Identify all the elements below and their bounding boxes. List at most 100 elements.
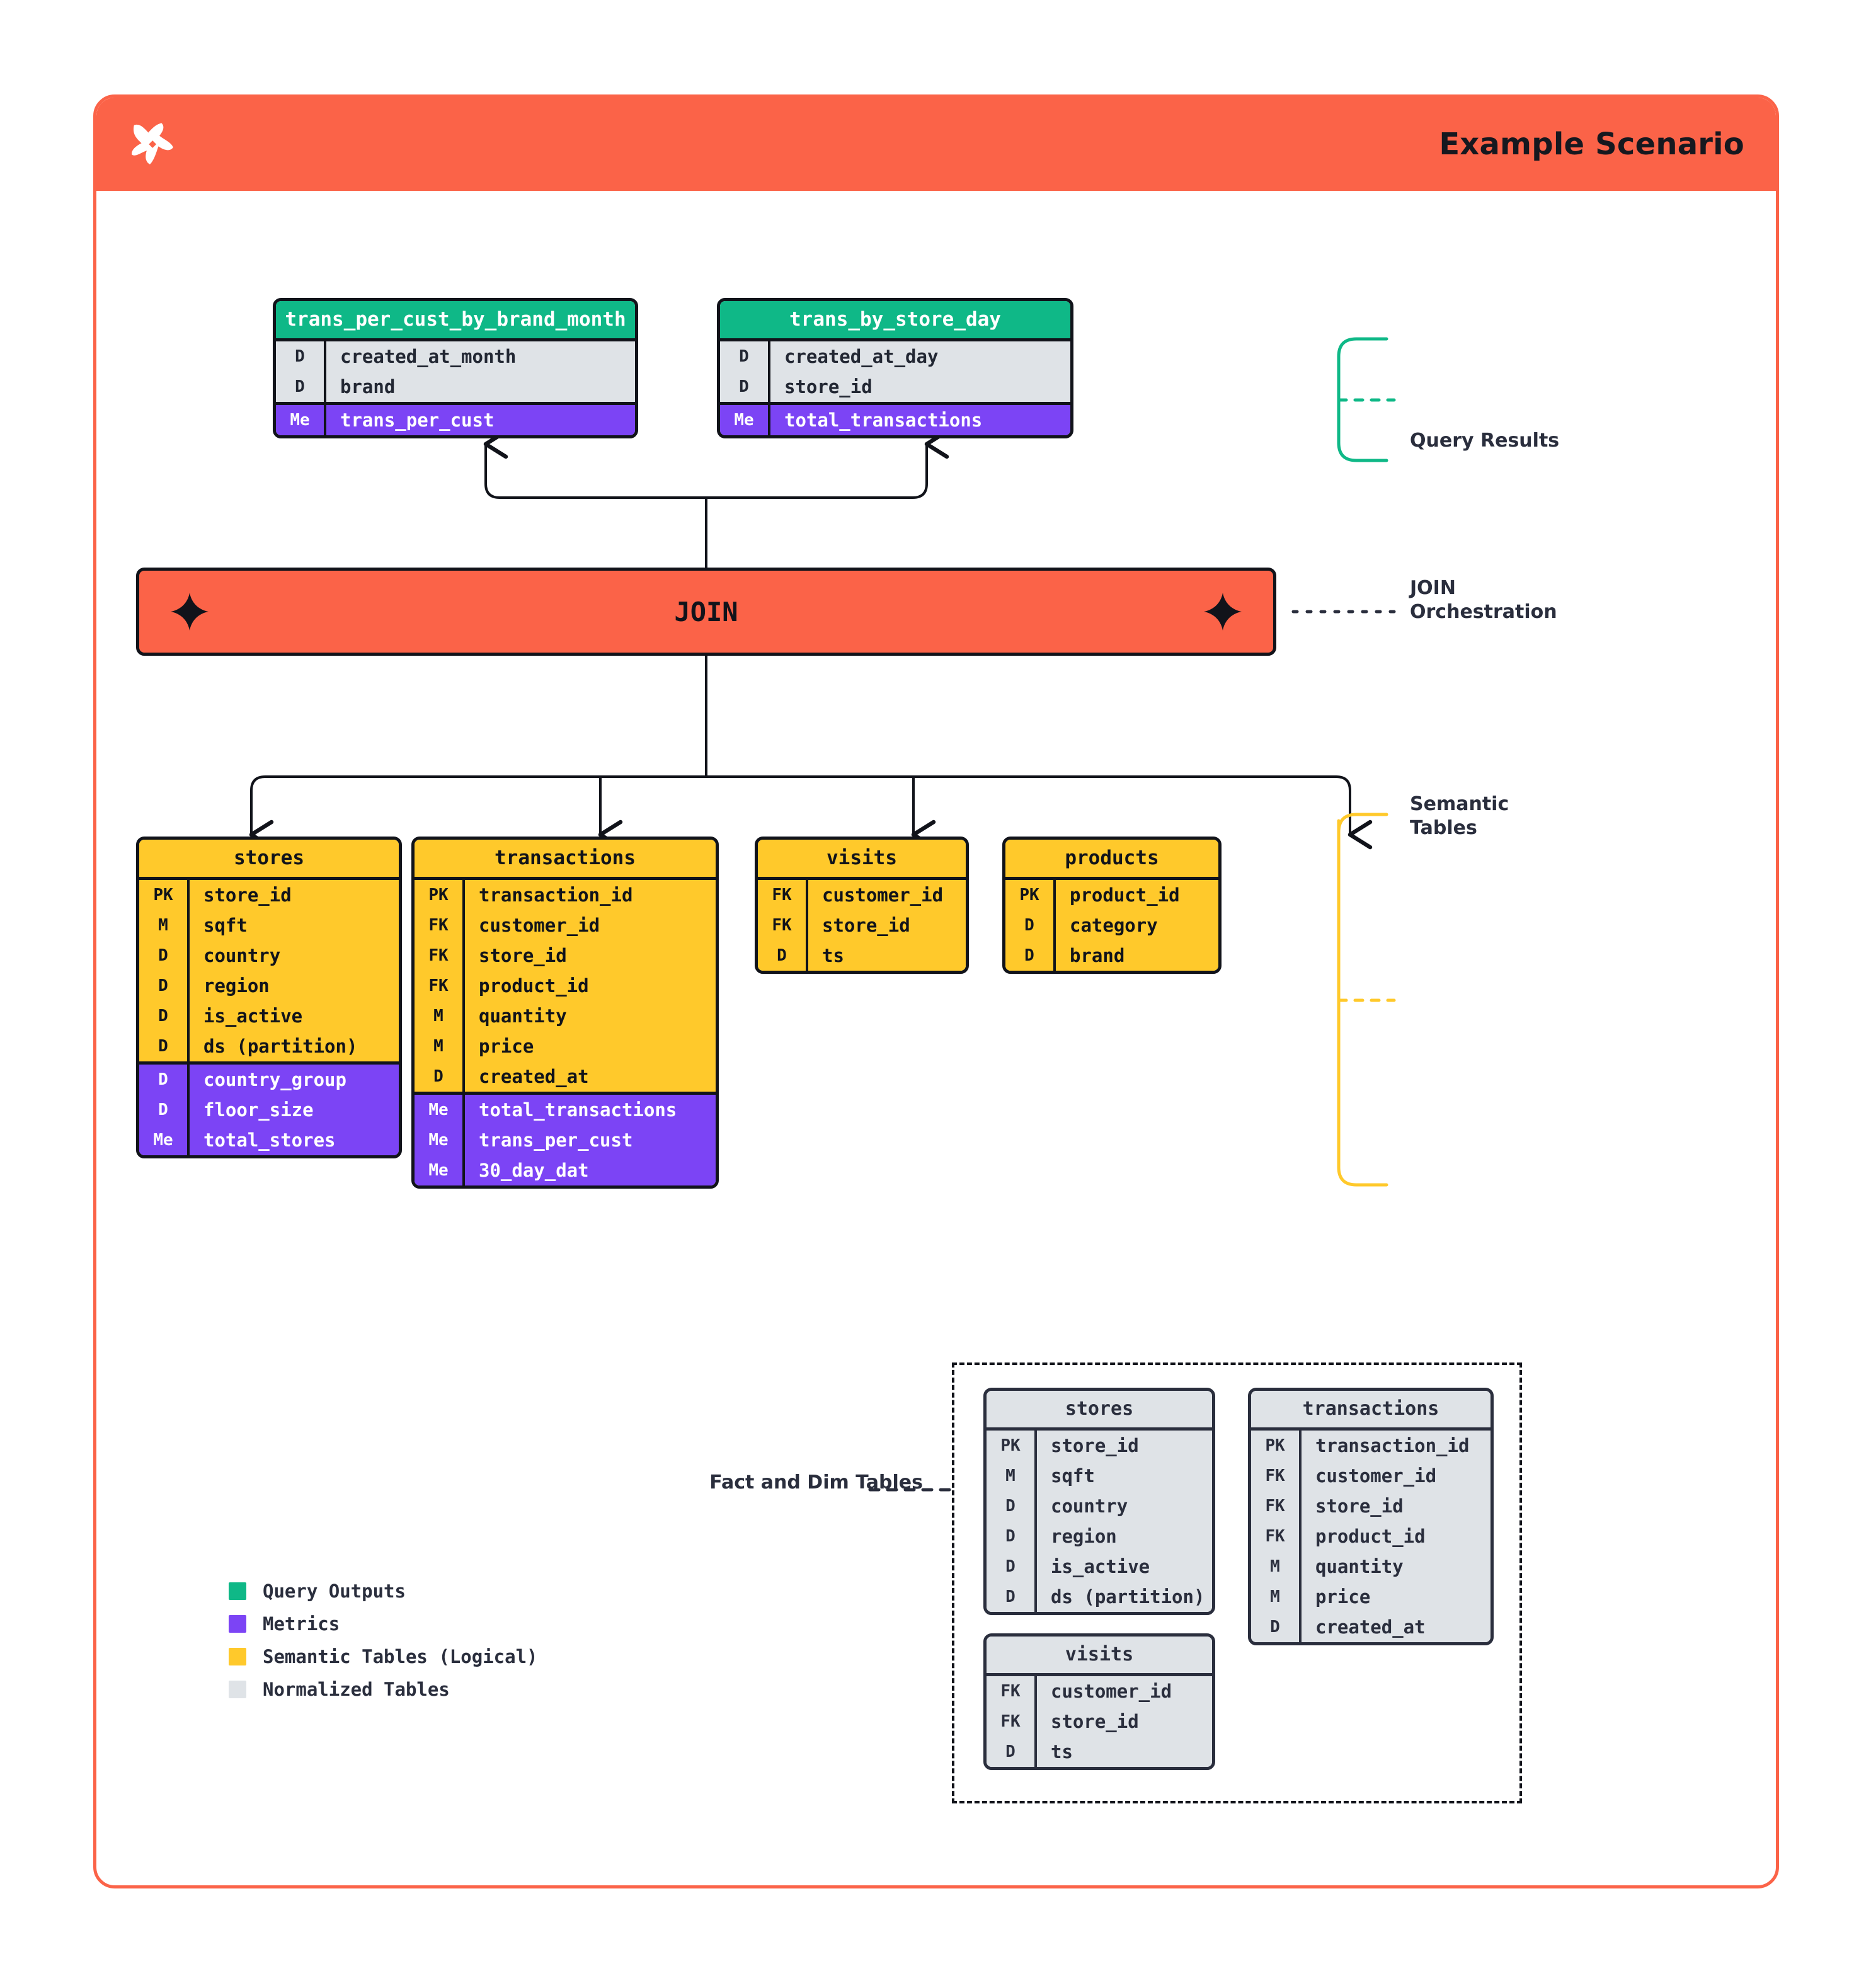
table-row: D created_at	[415, 1061, 716, 1092]
table-row: FK customer_id	[758, 880, 966, 910]
row-key: M	[1005, 1466, 1016, 1485]
row-key: D	[295, 377, 305, 396]
table-row: Me 30_day_dat	[415, 1155, 716, 1185]
table-row: D floor_size	[139, 1095, 399, 1125]
legend-swatch-semantic-tables	[229, 1648, 246, 1665]
row-key: D	[1024, 946, 1034, 965]
table-row: D ds (partition)	[139, 1031, 399, 1061]
row-key: D	[1005, 1587, 1016, 1606]
table-row: M sqft	[987, 1461, 1212, 1491]
table-row: FK store_id	[758, 910, 966, 940]
row-key: D	[1270, 1618, 1280, 1637]
row-key: D	[295, 347, 305, 366]
table-row: D country	[139, 940, 399, 971]
table-row: Me total_stores	[139, 1125, 399, 1155]
row-field: ds (partition)	[1034, 1582, 1212, 1612]
metric-group: Me total_transactions	[720, 402, 1070, 435]
table-row: FK customer_id	[415, 910, 716, 940]
table-row: PK transaction_id	[1251, 1431, 1491, 1461]
table-row: M quantity	[415, 1001, 716, 1031]
annotation-join-orchestration: JOIN Orchestration	[1410, 577, 1557, 624]
table-title: transactions	[415, 840, 716, 880]
table-title: transactions	[1251, 1391, 1491, 1431]
page-title: Example Scenario	[1439, 127, 1744, 162]
row-field: country	[1034, 1491, 1212, 1521]
row-field: store_id	[1034, 1431, 1212, 1461]
row-key: FK	[772, 916, 792, 935]
row-key: D	[739, 377, 749, 396]
table-title: visits	[987, 1637, 1212, 1676]
table-row: Me total_transactions	[720, 405, 1070, 435]
row-field: region	[1034, 1521, 1212, 1551]
normalized-table-stores[interactable]: stores PK store_id M sqft D country D re…	[983, 1388, 1215, 1615]
row-field: category	[1053, 910, 1218, 940]
row-key: D	[1005, 1742, 1016, 1761]
row-field: total_stores	[187, 1125, 399, 1155]
row-field: transaction_id	[462, 880, 716, 910]
normalized-table-transactions[interactable]: transactions PK transaction_id FK custom…	[1248, 1388, 1494, 1645]
dimension-group: PK store_id M sqft D country D region D	[139, 880, 399, 1061]
row-key: D	[158, 1007, 168, 1025]
semantic-table-stores[interactable]: stores PK store_id M sqft D country D re…	[136, 837, 402, 1158]
table-row: PK product_id	[1005, 880, 1218, 910]
table-row: M sqft	[139, 910, 399, 940]
table-row: M quantity	[1251, 1551, 1491, 1582]
semantic-table-products[interactable]: products PK product_id D category D bran…	[1002, 837, 1222, 974]
row-field: ds (partition)	[187, 1031, 399, 1061]
row-key: D	[433, 1067, 443, 1086]
semantic-table-visits[interactable]: visits FK customer_id FK store_id D ts	[755, 837, 969, 974]
query-output-table-trans-per-cust-by-brand-month[interactable]: trans_per_cust_by_brand_month D created_…	[273, 298, 638, 438]
metric-group: Me trans_per_cust	[276, 402, 635, 435]
table-row: D created_at	[1251, 1612, 1491, 1642]
row-key: D	[158, 946, 168, 965]
legend-item: Query Outputs	[229, 1580, 538, 1602]
row-field: created_at	[1299, 1612, 1491, 1642]
annotation-fact-and-dim-tables: Fact and Dim Tables	[709, 1471, 923, 1494]
row-key: Me	[428, 1161, 449, 1180]
table-row: D brand	[276, 372, 635, 402]
four-point-star-icon	[1204, 593, 1242, 631]
legend-swatch-normalized-tables	[229, 1681, 246, 1698]
row-field: total_transactions	[462, 1095, 716, 1125]
dimension-group: FK customer_id FK store_id D ts	[758, 880, 966, 971]
row-key: D	[158, 976, 168, 995]
four-point-star-icon	[171, 593, 209, 631]
row-field: brand	[324, 372, 635, 402]
row-field: ts	[1034, 1737, 1212, 1767]
row-key: FK	[428, 916, 449, 935]
dimension-group: PK product_id D category D brand	[1005, 880, 1218, 971]
dimension-group: FK customer_id FK store_id D ts	[987, 1676, 1212, 1767]
query-output-table-trans-by-store-day[interactable]: trans_by_store_day D created_at_day D st…	[717, 298, 1073, 438]
row-key: D	[777, 946, 787, 965]
semantic-table-transactions[interactable]: transactions PK transaction_id FK custom…	[411, 837, 719, 1189]
row-field: floor_size	[187, 1095, 399, 1125]
join-label: JOIN	[674, 596, 738, 627]
row-key: FK	[428, 976, 449, 995]
table-row: D ts	[987, 1737, 1212, 1767]
annotation-semantic-tables: Semantic Tables	[1410, 793, 1509, 840]
row-field: price	[462, 1031, 716, 1061]
table-row: Me total_transactions	[415, 1095, 716, 1125]
legend-label: Query Outputs	[263, 1580, 406, 1602]
normalized-table-visits[interactable]: visits FK customer_id FK store_id D ts	[983, 1633, 1215, 1770]
dimension-group: PK store_id M sqft D country D region D	[987, 1431, 1212, 1612]
row-key: D	[158, 1070, 168, 1089]
row-key: PK	[1000, 1436, 1021, 1455]
row-key: M	[1270, 1587, 1280, 1606]
join-orchestration-bar[interactable]: JOIN	[136, 568, 1276, 656]
row-key: D	[158, 1037, 168, 1056]
table-row: FK store_id	[415, 940, 716, 971]
row-field: customer_id	[1299, 1461, 1491, 1491]
row-key: FK	[1265, 1466, 1285, 1485]
row-key: Me	[734, 411, 754, 430]
row-key: D	[1005, 1497, 1016, 1516]
row-key: Me	[153, 1131, 173, 1150]
legend-label: Metrics	[263, 1613, 340, 1635]
table-row: FK product_id	[1251, 1521, 1491, 1551]
row-field: store_id	[1034, 1706, 1212, 1737]
row-field: created_at	[462, 1061, 716, 1092]
table-row: FK customer_id	[1251, 1461, 1491, 1491]
row-key: FK	[772, 886, 792, 905]
row-field: trans_per_cust	[324, 405, 635, 435]
row-field: store_id	[187, 880, 399, 910]
